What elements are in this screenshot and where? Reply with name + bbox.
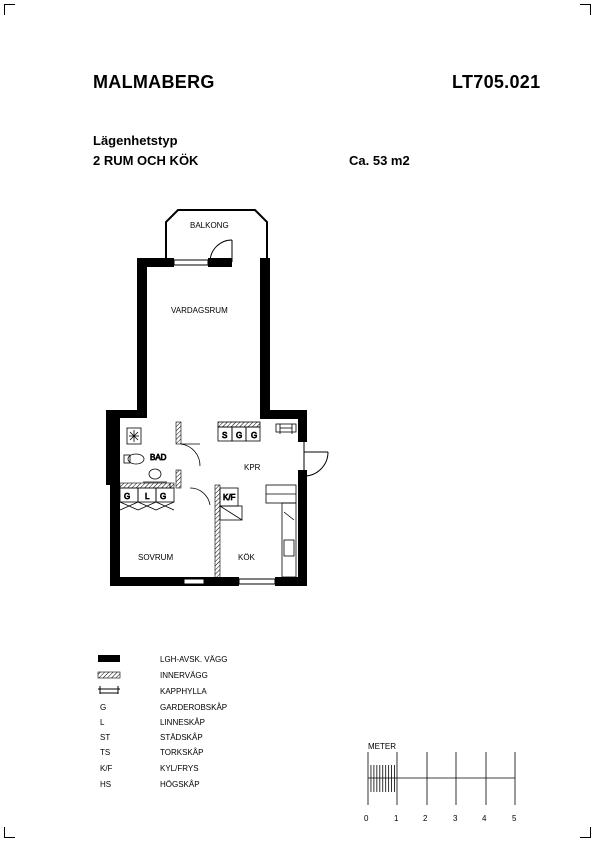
kitchen-fixtures: K/F <box>219 484 297 578</box>
crop-mark-bottom-left <box>4 827 15 838</box>
legend-text: HÖGSKÅP <box>160 780 200 789</box>
legend-code: TS <box>100 748 111 757</box>
windows <box>173 259 276 585</box>
legend-text: KYL/FRYS <box>160 764 199 773</box>
balcony-door <box>209 239 233 263</box>
scale-tick-label: 3 <box>453 814 458 823</box>
legend-text: LINNESKÅP <box>160 718 205 727</box>
room-label-bath: BAD <box>150 453 167 462</box>
legend-text: GARDEROBSKÅP <box>160 703 228 712</box>
scale-title: METER <box>368 742 396 751</box>
scale-tick-label: 0 <box>364 814 369 823</box>
apartment-type-label: Lägenhetstyp <box>93 133 178 148</box>
fixture-l-label: L <box>145 492 150 501</box>
balcony: BALKONG <box>165 209 268 258</box>
legend-text: TORKSKÅP <box>160 748 204 757</box>
scale-tick-label: 2 <box>423 814 428 823</box>
legend-text: STÄDSKÅP <box>160 733 203 742</box>
room-label-hall: KPR <box>244 463 261 472</box>
apartment-type-value: 2 RUM OCH KÖK <box>93 153 199 168</box>
room-label-balcony: BALKONG <box>190 221 229 230</box>
building-name: MALMABERG <box>93 72 215 92</box>
legend-text-coat-shelf: KAPPHYLLA <box>160 687 207 696</box>
scale-tick-label: 4 <box>482 814 487 823</box>
fixture-g-label: G <box>236 431 242 440</box>
bedroom-wardrobes: G L G <box>119 487 211 511</box>
fixture-s-label: S <box>222 431 227 440</box>
scale-tick-label: 5 <box>512 814 517 823</box>
apartment-area: Ca. 53 m2 <box>349 153 410 168</box>
fixture-g-label: G <box>160 492 166 501</box>
exterior-walls <box>106 258 307 586</box>
fixture-kf-label: K/F <box>223 493 236 502</box>
inner-walls <box>119 421 221 581</box>
hall-wardrobes: S G G <box>217 421 297 442</box>
crop-mark-top-left <box>4 4 15 15</box>
crop-mark-top-right <box>580 4 591 15</box>
fixture-g-label: G <box>251 431 257 440</box>
apartment-code: LT705.021 <box>452 72 541 92</box>
legend-code: K/F <box>100 764 113 773</box>
bathroom-fixtures: BAD <box>123 427 201 483</box>
room-label-living: VARDAGSRUM <box>171 306 228 315</box>
scale-tick-label: 1 <box>394 814 399 823</box>
legend-text-solid-wall: LGH-AVSK. VÄGG <box>160 655 228 664</box>
legend-coat-shelf-symbol <box>98 686 120 694</box>
legend-hatched-wall-symbol <box>97 671 121 679</box>
room-label-bedroom: SOVRUM <box>138 553 173 562</box>
legend-symbols <box>97 655 121 694</box>
scale-bar <box>367 752 516 805</box>
legend-solid-wall-symbol <box>98 655 120 662</box>
entrance-door <box>303 442 329 477</box>
room-label-kitchen: KÖK <box>238 553 256 562</box>
legend-text-inner-wall: INNERVÄGG <box>160 671 208 680</box>
legend-code: L <box>100 718 105 727</box>
legend-code: G <box>100 703 107 712</box>
crop-mark-bottom-right <box>580 827 591 838</box>
fixture-g-label: G <box>124 492 130 501</box>
legend-code: ST <box>100 733 111 742</box>
legend-code: HS <box>100 780 112 789</box>
